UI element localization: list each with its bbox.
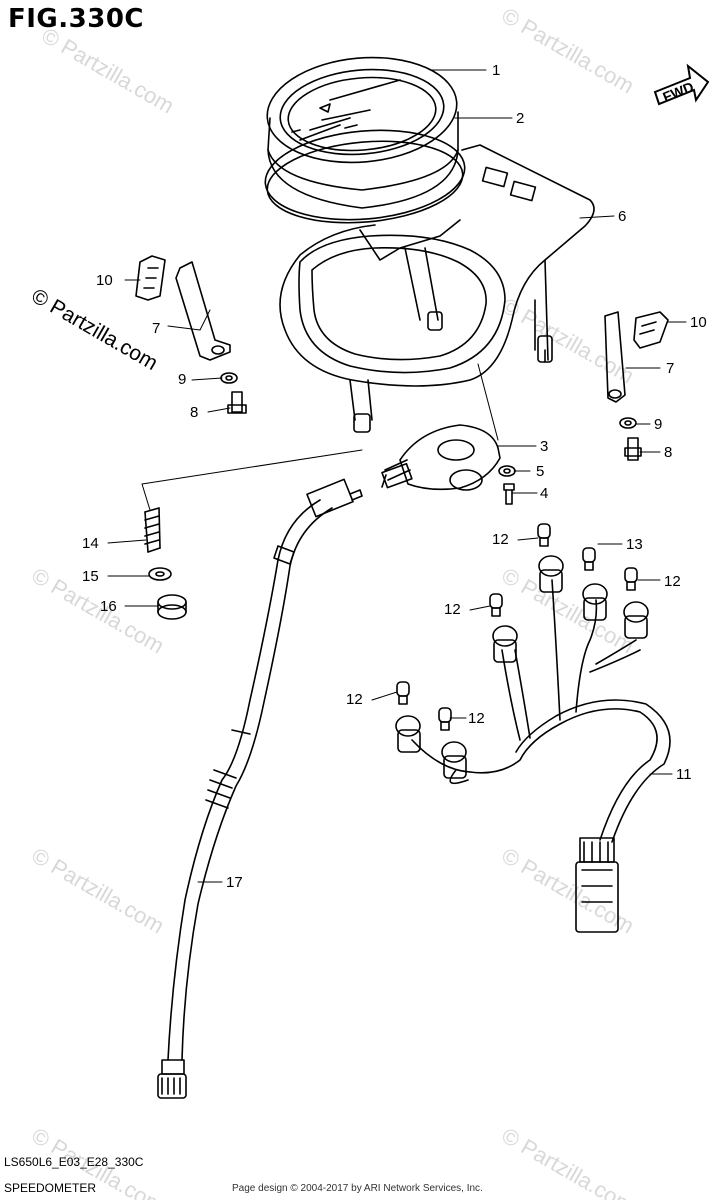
callout-2: 2 [516, 110, 524, 127]
spring-14 [144, 507, 161, 553]
callout-15: 15 [82, 568, 99, 585]
cushion-right [633, 311, 669, 349]
washer-9-right [619, 417, 637, 429]
bulb-12 [438, 707, 452, 731]
callout-5: 5 [536, 463, 544, 480]
bracket-right [604, 311, 626, 403]
speedometer-head [266, 56, 459, 209]
callout-12: 12 [346, 691, 363, 708]
callout-labels: 1 2 3 4 5 6 7 7 8 8 9 9 10 10 11 12 12 1… [82, 62, 707, 891]
bracket-left [175, 261, 231, 361]
wiring-harness [411, 579, 671, 933]
watermark: © Partzilla.com [38, 23, 179, 119]
washer-15 [148, 567, 172, 581]
bulb-socket [395, 715, 421, 753]
speedometer-gear-housing [381, 424, 501, 491]
bulb-socket [441, 741, 467, 779]
bolt-8-left [227, 391, 247, 414]
watermarks: © Partzilla.com © Partzilla.com © Partzi… [28, 3, 639, 1200]
screw-4 [503, 483, 515, 505]
callout-12: 12 [492, 531, 509, 548]
diagram-code: LS650L6_E03_E28_330C [4, 1155, 144, 1169]
watermark: © Partzilla.com [498, 3, 639, 99]
bulb-12 [624, 567, 638, 591]
fwd-arrow-icon: FWD [653, 63, 710, 106]
callout-7: 7 [666, 360, 674, 377]
watermark: © Partzilla.com [498, 293, 639, 389]
bulb-socket [492, 625, 518, 663]
callout-10: 10 [690, 314, 707, 331]
speedometer-ring [264, 129, 466, 224]
washer-9-left [220, 372, 238, 384]
callout-17: 17 [226, 874, 243, 891]
bulb-13 [582, 547, 596, 571]
fwd-label: FWD [660, 78, 696, 105]
bulb-socket [623, 601, 649, 639]
callout-8: 8 [190, 404, 198, 421]
speedometer-cable [157, 478, 363, 1099]
callout-11: 11 [676, 766, 692, 783]
callout-12: 12 [468, 710, 485, 727]
grommet-16 [157, 594, 187, 620]
bulb-12 [396, 681, 410, 705]
callout-14: 14 [82, 535, 99, 552]
meter-case-bracket [279, 144, 595, 387]
callout-8: 8 [664, 444, 672, 461]
bulb-socket [538, 555, 564, 593]
bolt-8-right [624, 437, 642, 461]
washer-5 [498, 465, 516, 477]
section-name: SPEEDOMETER [4, 1181, 97, 1195]
watermark: © Partzilla.com [498, 1123, 639, 1200]
callout-13: 13 [626, 536, 643, 553]
bulb-12 [489, 593, 503, 617]
callout-9: 9 [178, 371, 186, 388]
cushion-left [135, 255, 166, 301]
callout-6: 6 [618, 208, 626, 225]
watermark: © Partzilla.com [28, 843, 169, 939]
callout-3: 3 [540, 438, 548, 455]
bulb-12 [537, 523, 551, 547]
leader-lines [107, 69, 687, 883]
callout-10: 10 [96, 272, 113, 289]
bulb-socket [582, 583, 608, 621]
figure-title: FIG.330C [8, 4, 145, 34]
watermark: © Partzilla.com [498, 563, 639, 659]
callout-9: 9 [654, 416, 662, 433]
callout-7: 7 [152, 320, 160, 337]
callout-12: 12 [444, 601, 461, 618]
copyright-notice: Page design © 2004-2017 by ARI Network S… [232, 1183, 483, 1194]
callout-1: 1 [492, 62, 500, 79]
callout-12: 12 [664, 573, 681, 590]
meter-stems [349, 219, 461, 433]
callout-4: 4 [540, 485, 548, 502]
callout-16: 16 [100, 598, 117, 615]
